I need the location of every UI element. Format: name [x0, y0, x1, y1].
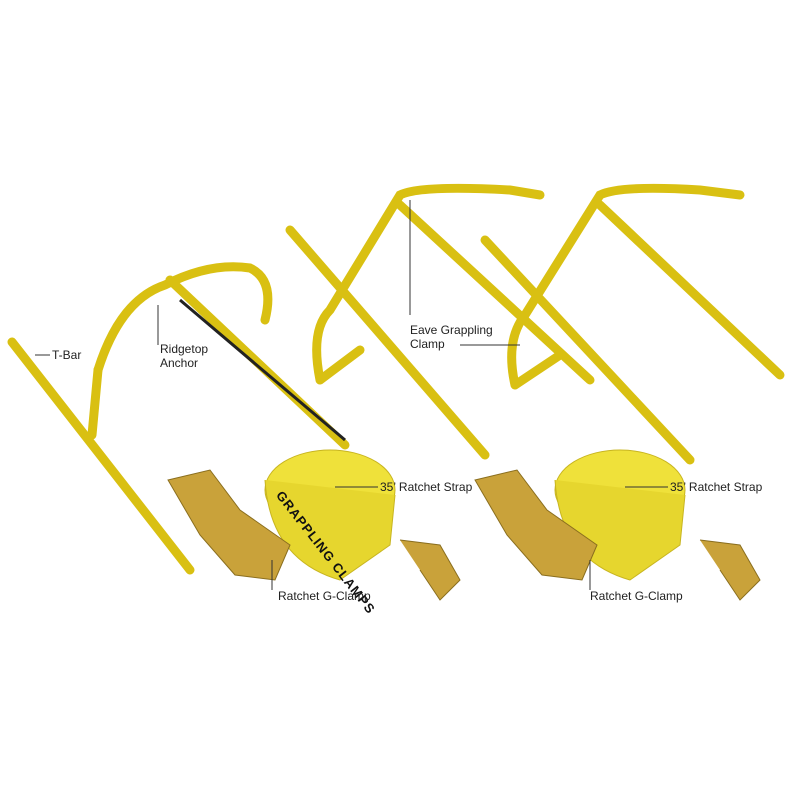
ridgetop-anchor-post — [87, 365, 103, 440]
ratchet-strap-right — [554, 449, 761, 601]
label-line: Eave Grappling — [410, 323, 493, 337]
label-ratchet-strap-left: 35’ Ratchet Strap — [380, 480, 473, 494]
ridgetop-anchor — [93, 262, 273, 375]
eave-grappling-clamp-right — [480, 183, 785, 465]
t-bar — [7, 337, 195, 575]
label-line: Ridgetop — [160, 342, 209, 356]
label-line: Clamp — [410, 337, 445, 351]
label-ridgetop-anchor: Ridgetop Anchor — [160, 342, 208, 370]
label-t-bar: T-Bar — [52, 348, 82, 362]
eave-grappling-clamp-left — [285, 183, 595, 460]
label-ratchet-strap-right: 35’ Ratchet Strap — [670, 480, 763, 494]
label-ratchet-g-clamp-left: Ratchet G-Clamp — [278, 589, 371, 603]
ratchet-strap-left — [264, 449, 461, 601]
label-line: Anchor — [160, 356, 199, 370]
label-ratchet-g-clamp-right: Ratchet G-Clamp — [590, 589, 683, 603]
ratchet-g-clamp-left — [167, 469, 291, 581]
label-eave-grappling-clamp: Eave Grappling Clamp — [410, 323, 493, 351]
